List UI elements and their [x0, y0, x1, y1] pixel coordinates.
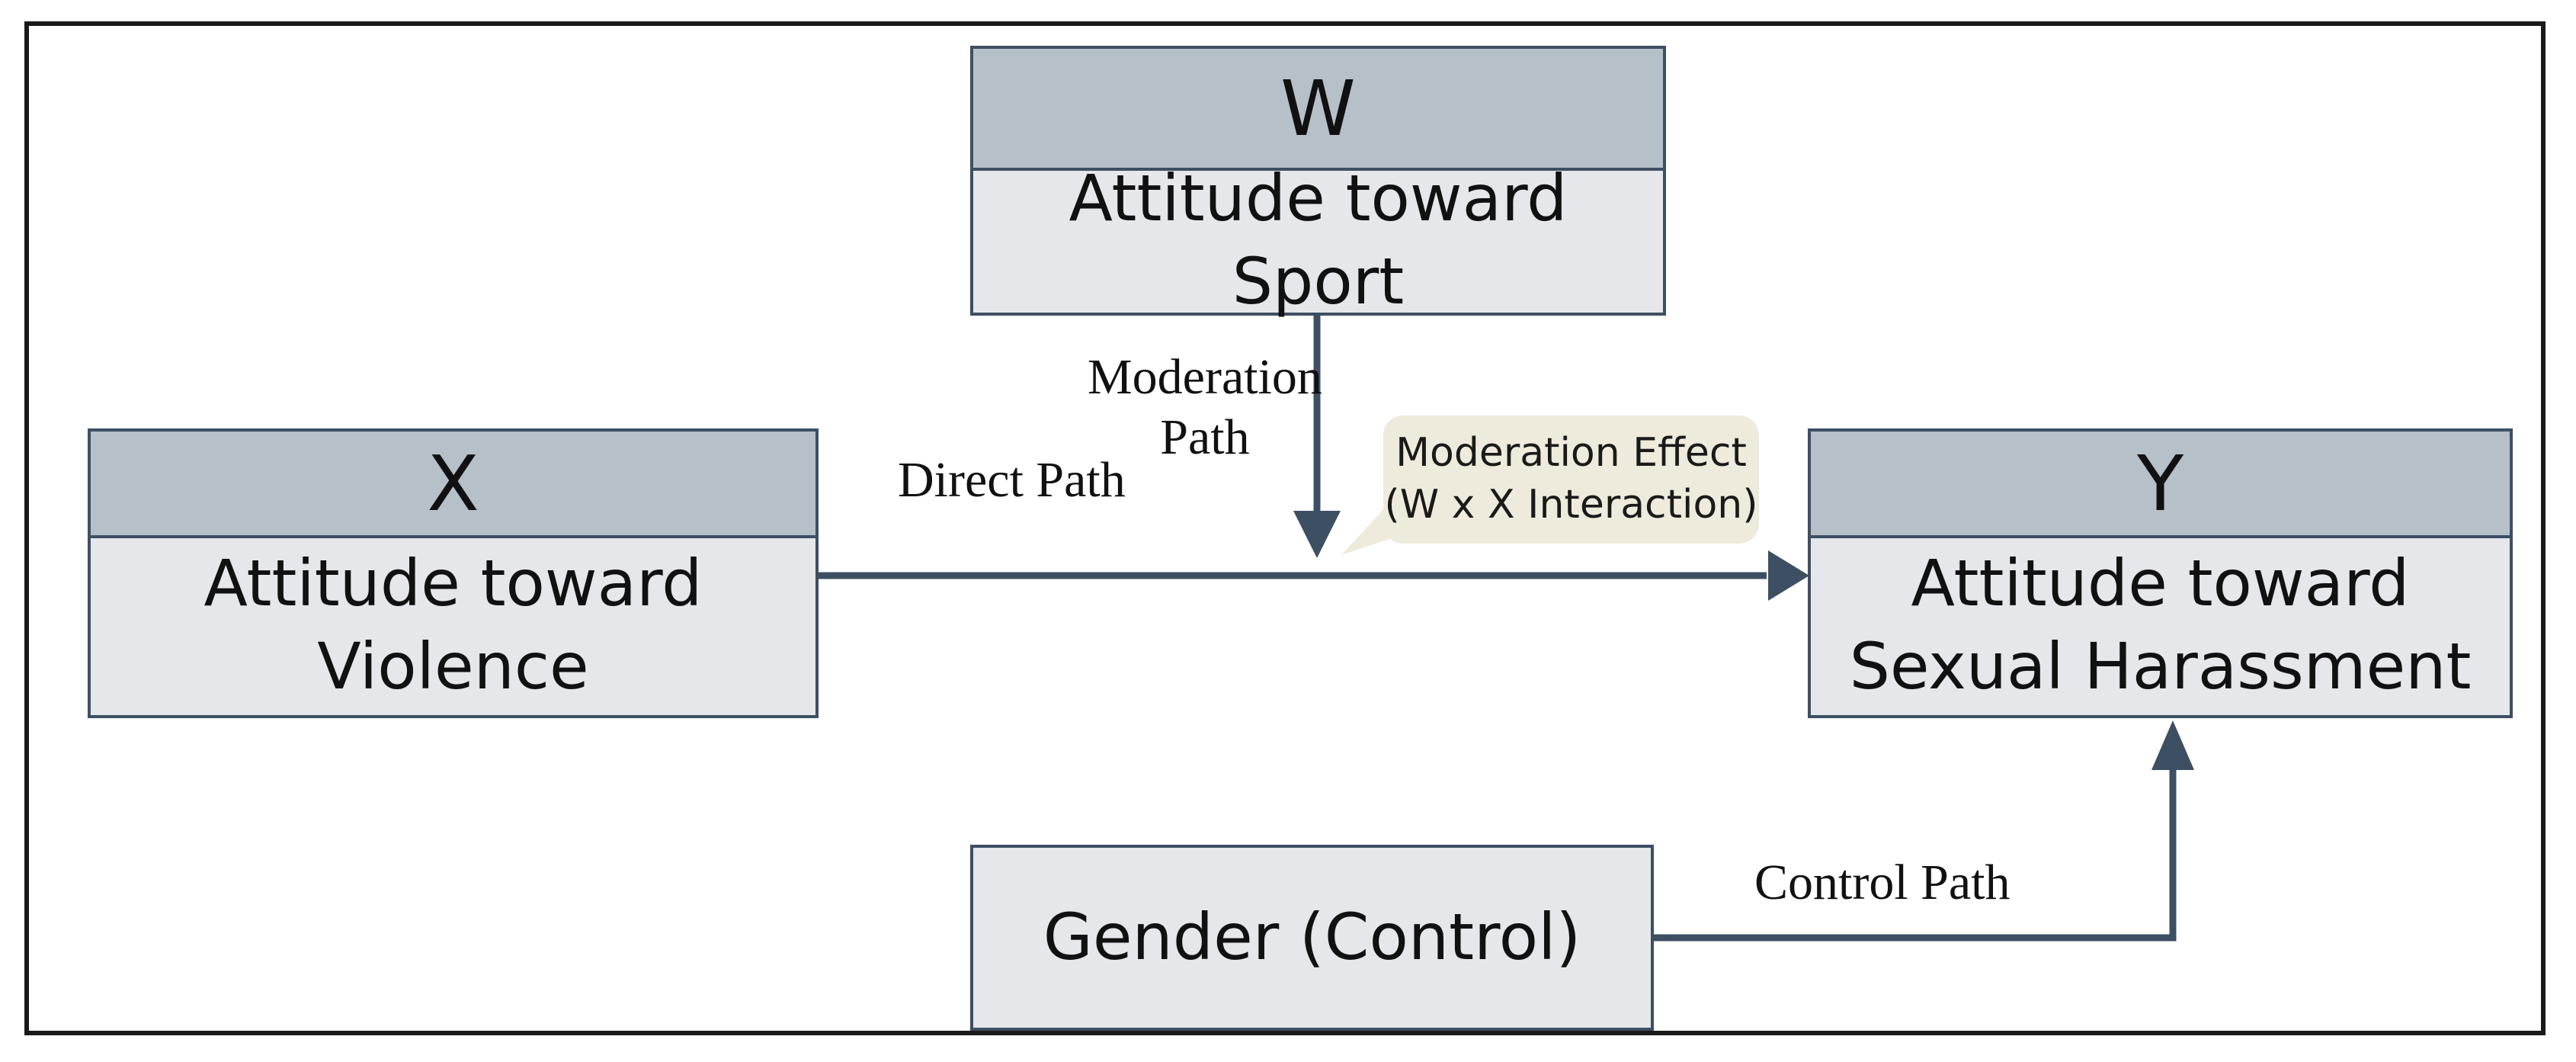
node-y: Y Attitude toward Sexual Harassment	[1808, 428, 2513, 718]
node-x-letter: X	[427, 438, 479, 528]
moderation-effect-callout: Moderation Effect (W x X Interaction)	[1383, 415, 1759, 544]
moderation-path-label: Moderation Path	[1088, 347, 1322, 467]
node-x-header: X	[91, 432, 815, 538]
moderation-path-label-line2: Path	[1160, 409, 1250, 466]
control-path-arrowhead	[2151, 720, 2194, 770]
node-gender-body: Gender (Control)	[973, 848, 1651, 1028]
direct-path-label: Direct Path	[898, 450, 1126, 510]
node-w: W Attitude toward Sport	[970, 46, 1666, 319]
moderation-path-arrowhead	[1293, 511, 1341, 558]
control-path-label-text: Control Path	[1754, 855, 2010, 910]
callout-line1: Moderation Effect	[1395, 430, 1747, 476]
direct-path-label-text: Direct Path	[898, 452, 1126, 508]
node-w-label: Attitude toward Sport	[1069, 160, 1568, 319]
control-path-label: Control Path	[1754, 852, 2010, 913]
direct-path-arrowhead	[1768, 550, 1809, 601]
moderation-path-label-line1: Moderation	[1088, 349, 1322, 405]
node-gender-label: Gender (Control)	[1043, 900, 1581, 975]
node-w-header: W	[973, 49, 1663, 171]
node-x: X Attitude toward Violence	[88, 428, 819, 718]
callout-line2: (W x X Interaction)	[1384, 482, 1758, 528]
node-w-letter: W	[1280, 63, 1356, 153]
node-y-header: Y	[1811, 432, 2510, 538]
node-gender: Gender (Control)	[970, 845, 1654, 1031]
node-y-label-line2: Sexual Harassment	[1849, 629, 2472, 704]
node-x-label: Attitude toward Violence	[203, 545, 703, 704]
control-path-line	[1652, 766, 2177, 942]
node-y-letter: Y	[2136, 438, 2184, 528]
node-y-label-line1: Attitude toward	[1911, 545, 2410, 621]
node-x-body: Attitude toward Violence	[91, 535, 815, 715]
node-w-body: Attitude toward Sport	[973, 161, 1663, 319]
node-y-body: Attitude toward Sexual Harassment	[1811, 535, 2510, 715]
